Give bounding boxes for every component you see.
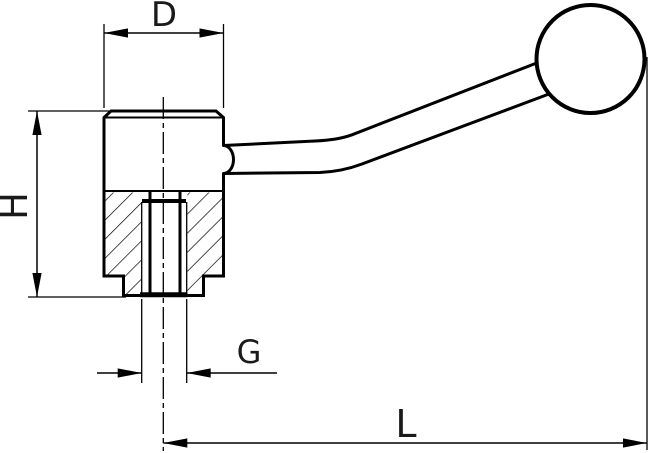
hatch-area-right [187, 192, 222, 294]
d-arrow-left [104, 28, 128, 38]
g-label: G [237, 333, 262, 371]
dimension-G: G [97, 299, 277, 383]
g-arrow-right [186, 368, 211, 378]
l-arrow-right [623, 438, 647, 448]
dimension-H: H [0, 110, 126, 298]
l-label: L [395, 402, 416, 446]
hatch-area-left [105, 192, 141, 294]
dimension-D: D [103, 0, 225, 108]
handle-arm [222, 61, 551, 175]
dimension-L: L [163, 57, 648, 450]
ball-knob [534, 3, 647, 115]
d-arrow-right [199, 28, 224, 38]
l-arrow-left [163, 438, 188, 448]
d-label: D [151, 0, 177, 35]
g-arrow-left [117, 368, 142, 378]
h-label: H [0, 192, 36, 220]
h-arrow-bottom [32, 273, 42, 297]
h-arrow-top [32, 111, 42, 135]
